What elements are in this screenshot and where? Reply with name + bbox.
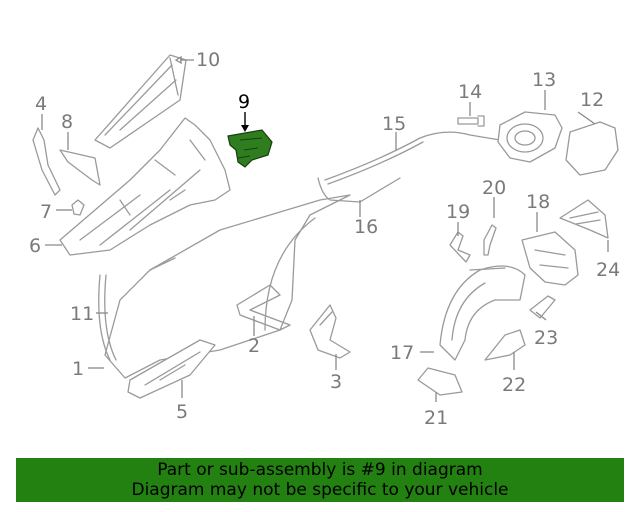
part-5[interactable] [127,339,216,399]
callout-5: 5 [176,401,188,423]
callout-6: 6 [29,235,41,257]
part-16[interactable] [317,177,401,203]
callout-21: 21 [424,407,448,429]
part-24[interactable] [559,199,609,239]
part-8[interactable] [59,149,101,186]
part-11[interactable] [98,274,117,361]
callout-9-group: 9 [238,91,250,132]
part-4[interactable] [32,127,61,196]
part-12[interactable] [565,121,619,176]
callout-16: 16 [354,216,378,238]
part-9[interactable] [227,129,273,168]
part-7[interactable] [71,199,85,216]
callout-2: 2 [248,335,260,357]
callout-8: 8 [61,111,73,133]
callout-22: 22 [502,374,526,396]
callout-15: 15 [382,113,406,135]
callout-19: 19 [446,201,470,223]
part-22[interactable] [484,329,526,361]
part-17[interactable] [439,265,526,361]
callout-12: 12 [580,89,604,111]
part-3[interactable] [309,304,351,359]
part-19[interactable] [449,231,471,263]
callout-3: 3 [330,371,342,393]
callout-10: 10 [196,49,220,71]
part-6[interactable] [59,117,231,256]
info-banner: Part or sub-assembly is #9 in diagram Di… [16,458,624,502]
part-10[interactable] [94,54,187,149]
callout-18: 18 [526,191,550,213]
part-20[interactable] [483,224,497,256]
callout-leaders [41,55,609,402]
callout-4: 4 [35,93,47,115]
part-23[interactable] [529,295,556,319]
banner-line-2: Diagram may not be specific to your vehi… [131,480,509,500]
part-2[interactable] [236,284,291,331]
part-15[interactable] [324,131,501,185]
callout-13: 13 [532,69,556,91]
callout-numbers: 10 4 8 7 6 11 1 5 2 3 15 16 14 13 12 19 … [29,49,620,429]
callout-9: 9 [238,91,250,113]
callout-7: 7 [40,201,52,223]
callout-24: 24 [596,259,620,281]
callout-20: 20 [482,177,506,199]
callout-23: 23 [534,327,558,349]
callout-14: 14 [458,81,482,103]
part-21[interactable] [417,367,463,396]
part-14[interactable] [457,115,485,127]
part-13[interactable] [497,111,563,163]
callout-11: 11 [70,303,94,325]
banner-line-1: Part or sub-assembly is #9 in diagram [157,460,483,480]
callout-17: 17 [390,342,414,364]
callout-1: 1 [72,358,84,380]
part-18[interactable] [521,231,579,286]
